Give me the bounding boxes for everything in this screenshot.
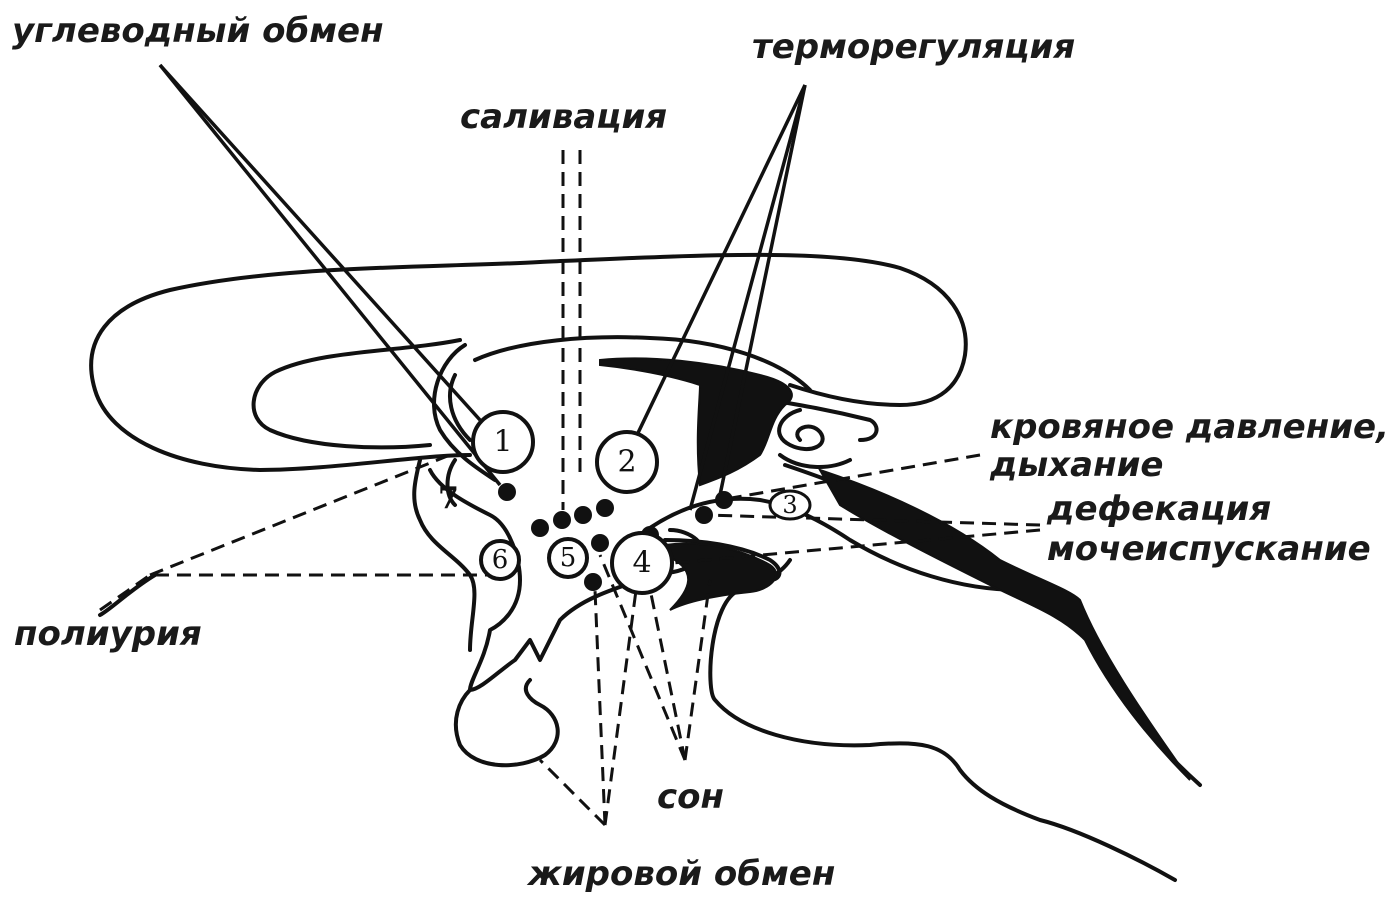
- sleep-line-3: [685, 580, 710, 760]
- marker-7: 7: [438, 481, 459, 516]
- fat-line-2: [595, 590, 605, 825]
- upper-arc-outline: [100, 575, 155, 615]
- marker-3: 3: [782, 491, 797, 519]
- label-urination: мочеиспускание: [1047, 529, 1371, 569]
- marker-1: 1: [493, 425, 512, 460]
- label-sleep: сон: [657, 777, 724, 817]
- label-blood-pressure: кровяное давление,: [990, 407, 1389, 447]
- poly-line-2: [150, 455, 450, 575]
- nucleus-dot: [695, 506, 713, 524]
- carb-line-1: [160, 65, 480, 420]
- label-thermoregulation: терморегуляция: [752, 27, 1075, 67]
- nucleus-dot: [715, 491, 733, 509]
- nucleus-dot: [596, 499, 614, 517]
- label-fat-metabolism: жировой обмен: [526, 854, 835, 894]
- commissure-swirl: [779, 410, 850, 467]
- label-salivation: саливация: [460, 97, 667, 137]
- pointer-lines: [100, 65, 1040, 825]
- label-carb-metabolism: углеводный обмен: [12, 11, 384, 51]
- marker-5: 5: [560, 543, 577, 573]
- nucleus-dot: [574, 506, 592, 524]
- label-defecation: дефекация: [1046, 489, 1271, 529]
- label-respiration: дыхание: [989, 445, 1163, 485]
- nucleus-dot: [498, 483, 516, 501]
- inner-lobe-outline: [254, 340, 460, 447]
- infundibulum-outline: [456, 680, 558, 765]
- cortex-outline: [710, 560, 1175, 880]
- marker-6: 6: [492, 545, 509, 575]
- marker-4: 4: [632, 546, 651, 581]
- nucleus-dot: [553, 511, 571, 529]
- nucleus-dot: [584, 573, 602, 591]
- marker-2: 2: [617, 445, 636, 480]
- fat-line-3: [605, 560, 640, 825]
- fat-line-1: [540, 760, 605, 825]
- poly-line-1: [100, 575, 490, 610]
- label-polyuria: полиурия: [14, 614, 202, 654]
- carb-line-2: [160, 65, 500, 485]
- nucleus-dot: [591, 534, 609, 552]
- nucleus-dot: [531, 519, 549, 537]
